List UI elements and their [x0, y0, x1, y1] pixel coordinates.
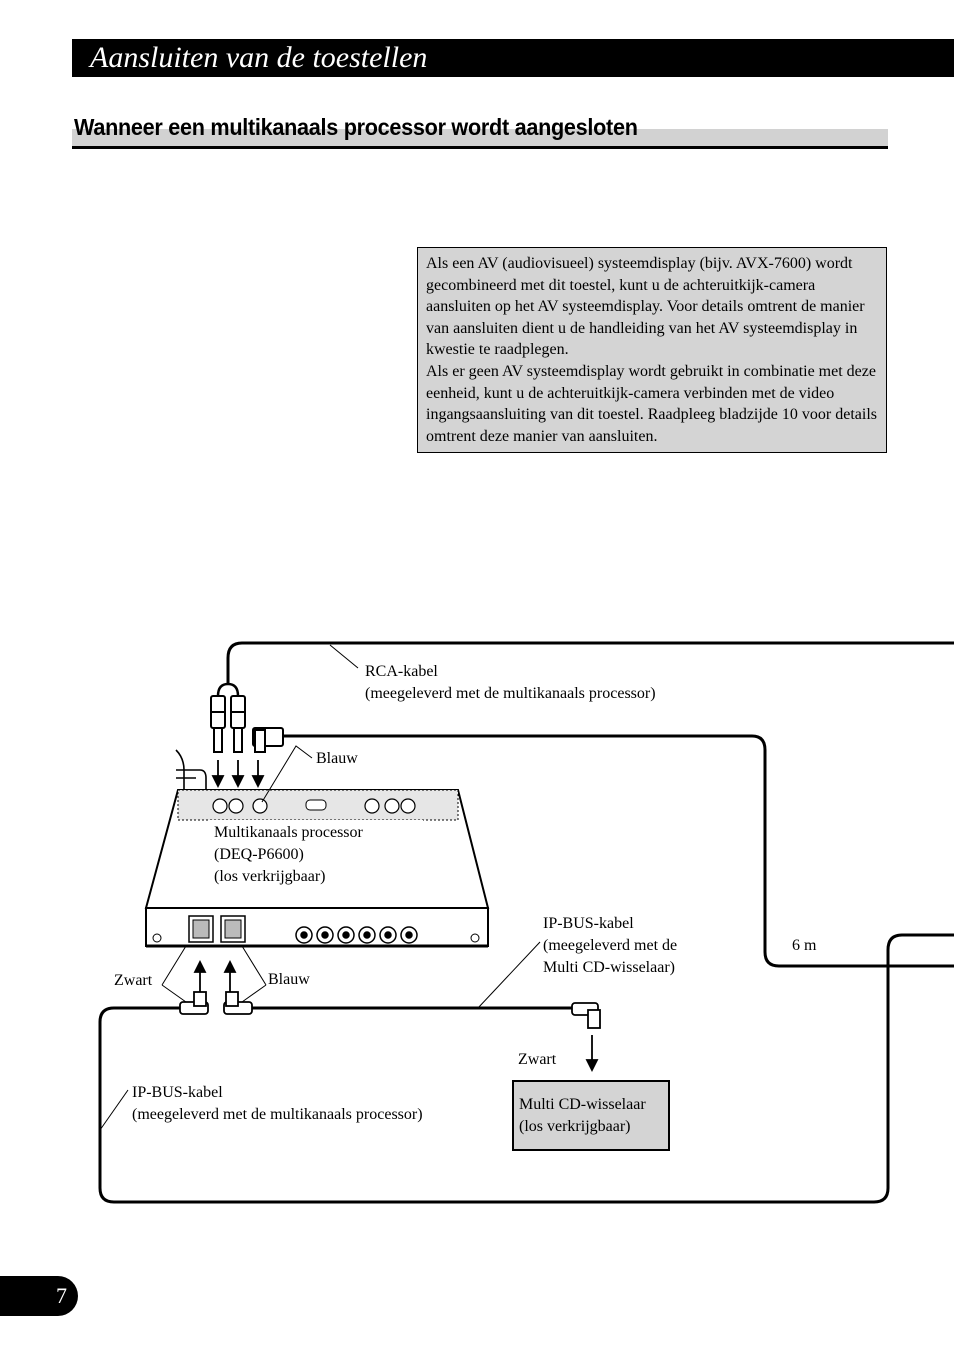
- ipbus-plugs: [179, 991, 253, 1015]
- ipbus-processor-label-line2: (meegeleverd met de multikanaals process…: [132, 1106, 423, 1123]
- blue-connector: [252, 727, 284, 753]
- cd-plug: [571, 1002, 601, 1029]
- ipbus-loop-line: [98, 933, 954, 1204]
- output-arrows: [193, 959, 237, 992]
- rca-cable-label: RCA-kabel (meegeleverd met de multikanaa…: [365, 661, 656, 705]
- input-arrows: [211, 760, 265, 789]
- ipbus-processor-label-line1: IP-BUS-kabel: [132, 1084, 223, 1101]
- header-bar: Aansluiten van de toestellen: [72, 39, 954, 77]
- note-paragraph-2: Als er geen AV systeemdisplay wordt gebr…: [426, 362, 877, 445]
- cable-lines: [98, 641, 954, 1204]
- rca-cable-line: [226, 641, 954, 684]
- zwart-cd-label: Zwart: [518, 1051, 557, 1068]
- note-box: Als een AV (audiovisueel) systeemdisplay…: [417, 247, 887, 453]
- section-title-rule: [72, 146, 888, 149]
- page-header-title: Aansluiten van de toestellen: [90, 41, 428, 74]
- processor-label: Multikanaals processor (DEQ-P6600) (los …: [214, 822, 363, 888]
- section-title-band: [72, 129, 888, 146]
- cd-changer-label: Multi CD-wisselaar (los verkrijgbaar): [519, 1094, 646, 1138]
- page-number-tab: [0, 1276, 78, 1316]
- processor-label-line3: (los verkrijgbaar): [214, 868, 326, 885]
- cd-changer-box: [512, 1080, 670, 1151]
- cd-changer-label-line2: (los verkrijgbaar): [519, 1118, 631, 1135]
- note-paragraph-1: Als een AV (audiovisueel) systeemdisplay…: [426, 255, 865, 359]
- ipbus-cd-label-line1: IP-BUS-kabel: [543, 915, 634, 932]
- processor-label-line2: (DEQ-P6600): [214, 846, 304, 863]
- blauw-bottom-label: Blauw: [268, 971, 310, 988]
- cd-changer-label-line1: Multi CD-wisselaar: [519, 1096, 646, 1113]
- processor-label-line1: Multikanaals processor: [214, 824, 363, 841]
- cable-length-label: 6 m: [792, 937, 817, 954]
- blauw-top-label: Blauw: [316, 750, 358, 767]
- ipbus-cd-label-line2: (meegeleverd met de: [543, 937, 678, 954]
- zwart-left-label: Zwart: [114, 972, 153, 989]
- rca-cable-label-line2: (meegeleverd met de multikanaals process…: [365, 685, 656, 702]
- page-number: 7: [56, 1283, 67, 1308]
- processor-label-panel: [209, 820, 423, 892]
- rca-cable-label-line1: RCA-kabel: [365, 663, 438, 680]
- rca-plug-1: [210, 695, 226, 753]
- blue-cable-line: [283, 734, 954, 968]
- ipbus-cd-label: IP-BUS-kabel (meegeleverd met de Multi C…: [543, 913, 677, 979]
- rca-plug-2: [230, 695, 246, 753]
- ipbus-processor-label: IP-BUS-kabel (meegeleverd met de multika…: [132, 1082, 423, 1126]
- ipbus-cd-label-line3: Multi CD-wisselaar): [543, 959, 675, 976]
- section-title: Wanneer een multikanaals processor wordt…: [74, 114, 638, 140]
